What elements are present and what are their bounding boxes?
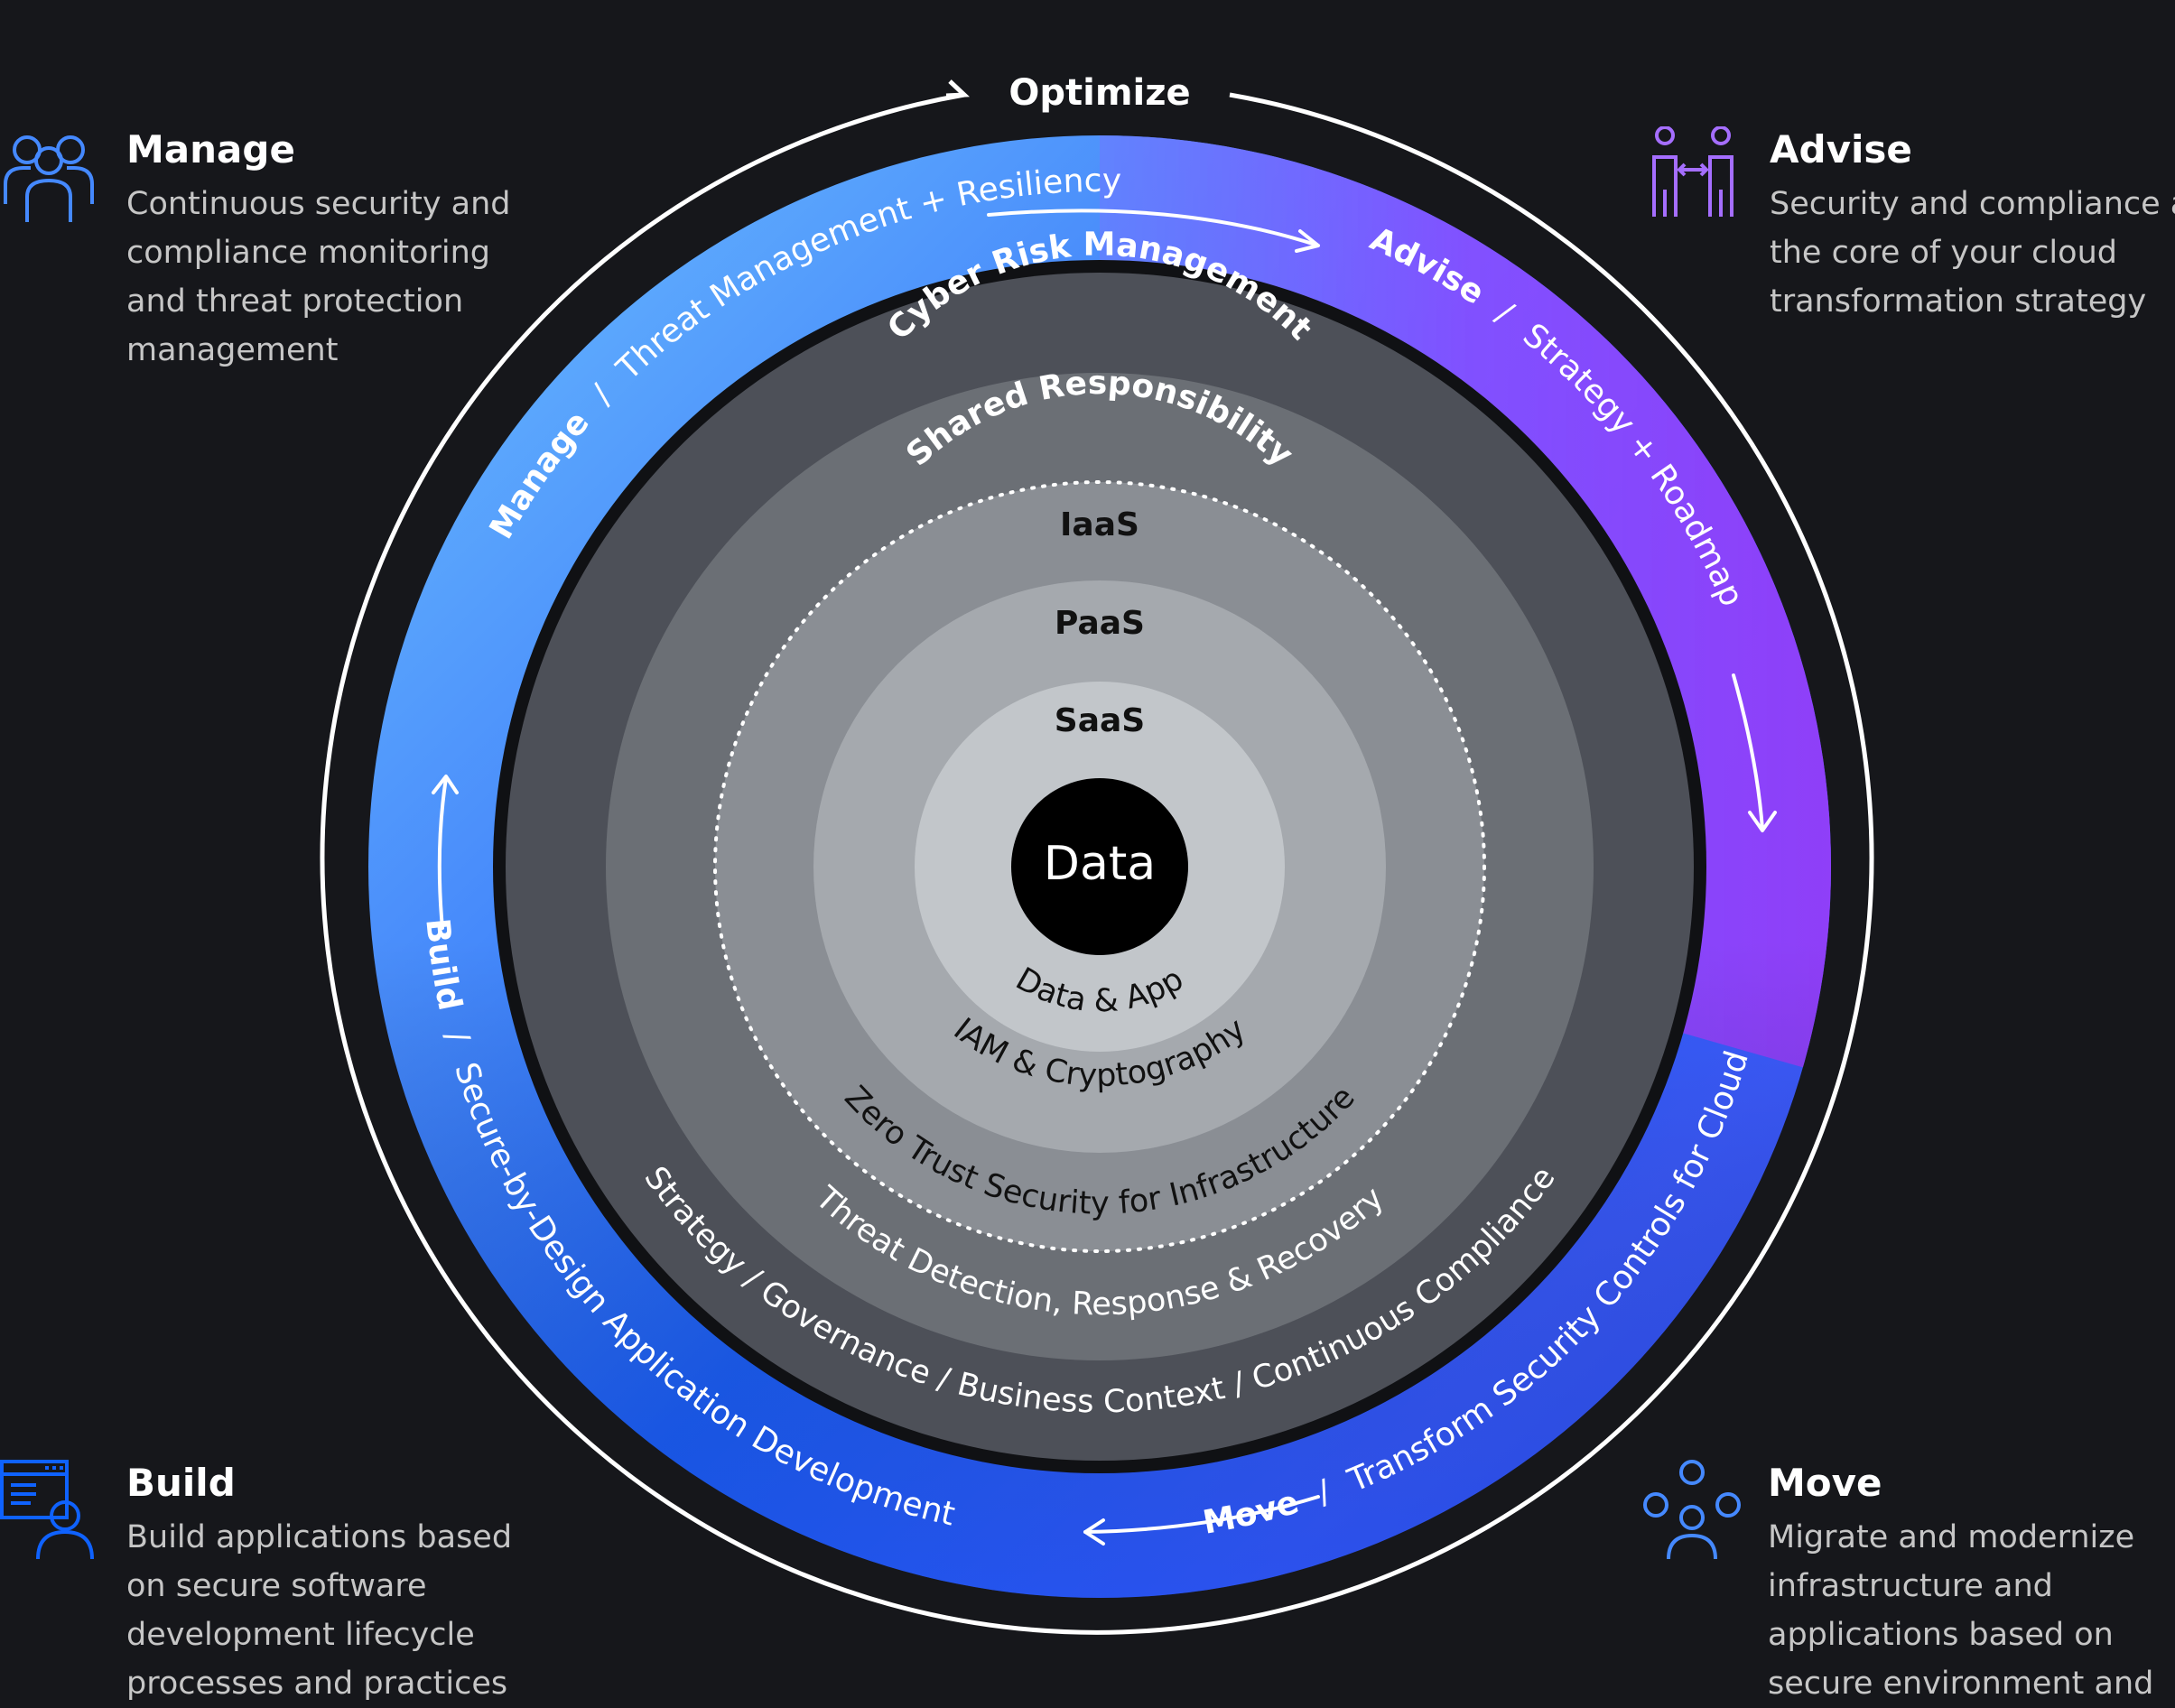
arrow-manage-icon (432, 775, 459, 930)
advise-line: transformation strategy (1770, 283, 2147, 320)
arrow-move-icon (1732, 673, 1777, 832)
advise-title: Advise (1770, 127, 1912, 172)
data-core (1011, 778, 1188, 955)
advise-line: the core of your cloud (1770, 235, 2117, 271)
manage-card: Manage Continuous security and complianc… (4, 127, 524, 375)
manage-title: Manage (126, 127, 295, 172)
move-line: infrastructure and (1768, 1568, 2053, 1604)
manage-description: Continuous security and compliance monit… (126, 180, 524, 375)
move-title: Move (1768, 1461, 1882, 1505)
arrow-build-icon (1083, 1495, 1320, 1546)
consultation-icon (1643, 125, 1743, 230)
build-line: development lifecycle (126, 1617, 475, 1653)
iaas-label: IaaS (1060, 506, 1139, 543)
move-description: Migrate and modernize infrastructure and… (1768, 1513, 2175, 1708)
move-line: applications based on (1768, 1617, 2114, 1653)
manage-line: compliance monitoring (126, 235, 491, 271)
manage-line: management (126, 332, 339, 368)
move-card: Move Migrate and modernize infrastructur… (1643, 1460, 2175, 1708)
zero-trust-boundary (713, 480, 1486, 1253)
manage-line: Continuous security and (126, 186, 511, 222)
build-card: Build Build applications based on secure… (0, 1460, 524, 1708)
build-description: Build applications based on secure softw… (126, 1513, 524, 1708)
developer-icon (0, 1460, 101, 1565)
manage-line: and threat protection (126, 283, 464, 320)
advise-card: Advise Security and compliance at the co… (1652, 125, 2175, 326)
build-line: on secure software (126, 1568, 427, 1604)
build-line: Build applications based (126, 1519, 513, 1555)
team-icon (0, 126, 99, 230)
optimize-arrow-icon (945, 79, 971, 98)
data-core-label: Data (1044, 837, 1156, 891)
paas-label: PaaS (1055, 605, 1145, 642)
optimize-ring: Optimize (320, 72, 1874, 1635)
move-line: Migrate and modernize (1768, 1519, 2135, 1555)
build-title: Build (126, 1461, 236, 1505)
advise-description: Security and compliance at the core of y… (1770, 180, 2175, 326)
saas-label: SaaS (1055, 702, 1145, 739)
optimize-label: Optimize (1008, 72, 1190, 114)
build-line: processes and practices (126, 1666, 508, 1702)
network-people-icon (1641, 1460, 1743, 1565)
move-line: secure environment and (1768, 1666, 2154, 1702)
advise-line: Security and compliance at (1770, 186, 2175, 222)
arrow-advise-icon (987, 209, 1320, 253)
